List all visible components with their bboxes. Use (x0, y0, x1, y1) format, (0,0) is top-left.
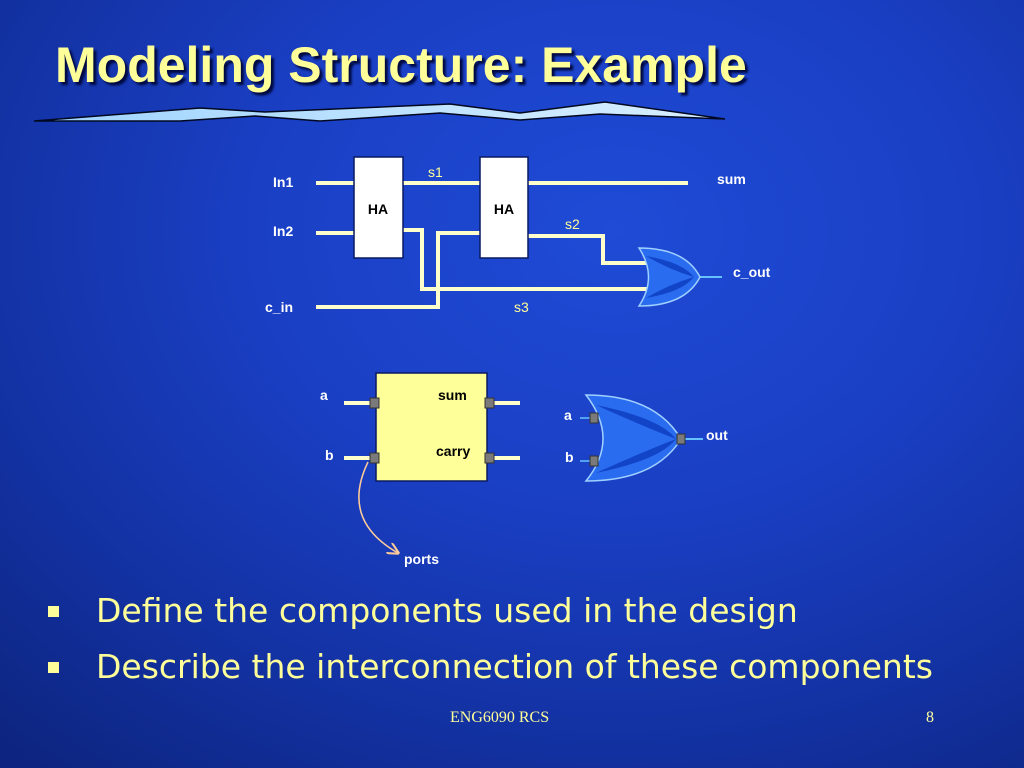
input-in2-label: In2 (273, 223, 293, 239)
footer-course: ENG6090 RCS (450, 709, 550, 726)
page-number: 8 (926, 709, 934, 726)
bullet-list: Define the components used in the design… (44, 588, 933, 700)
port-sum (484, 397, 495, 409)
or-gate-component: a b out (564, 394, 728, 482)
wire-cin (316, 231, 480, 309)
full-adder-circuit: HA HA In1 In2 c_in s1 s2 s3 sum c_out (265, 156, 771, 315)
ha-input-b-label: b (325, 447, 334, 463)
or-port-b (589, 455, 599, 467)
ha-block-1 (353, 156, 404, 259)
port-carry (484, 452, 495, 464)
input-in1-label: In1 (273, 174, 293, 190)
or-input-b-label: b (565, 449, 574, 465)
half-adder-component: a b sum carry ports (320, 372, 520, 567)
slide-title: Modeling Structure: Example (55, 37, 747, 93)
wire-s3-from-ha1 (403, 228, 648, 291)
ha-input-a-label: a (320, 387, 328, 403)
or-port-out (676, 433, 686, 445)
output-cout-label: c_out (733, 264, 771, 280)
ha-block-2 (479, 156, 529, 259)
or-output-label: out (706, 427, 728, 443)
ports-label: ports (404, 551, 439, 567)
ha-label-2: HA (494, 201, 514, 217)
output-sum-label: sum (717, 171, 746, 187)
signal-s3-label: s3 (514, 299, 529, 315)
ha-output-carry-label: carry (436, 443, 470, 459)
bullet-square-icon (48, 606, 59, 617)
bullet-text: Describe the interconnection of these co… (96, 647, 933, 686)
bullet-text: Define the components used in the design (96, 591, 798, 630)
bullet-square-icon (48, 662, 59, 673)
port-a (369, 397, 380, 409)
title-underline (33, 101, 726, 122)
input-cin-label: c_in (265, 299, 293, 315)
bullet-item: Describe the interconnection of these co… (44, 644, 933, 700)
or-gate-top (637, 247, 701, 307)
or-input-a-label: a (564, 407, 572, 423)
or-port-a (589, 412, 599, 424)
signal-s2-label: s2 (565, 216, 580, 232)
wire-s2 (528, 234, 648, 265)
ha-output-sum-label: sum (438, 387, 467, 403)
ports-arrow (358, 461, 398, 553)
ha-label-1: HA (368, 201, 388, 217)
bullet-item: Define the components used in the design (44, 588, 933, 644)
signal-s1-label: s1 (428, 164, 443, 180)
port-b (369, 452, 380, 464)
half-adder-block (375, 372, 488, 482)
